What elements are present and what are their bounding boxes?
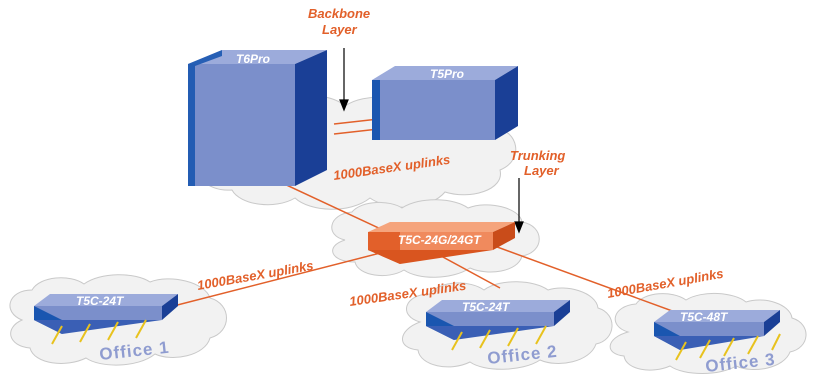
office3-ports [675,333,781,361]
trunking-layer-label-line2: Layer [524,163,560,178]
switch-t5pro[interactable] [372,66,518,140]
device-label-t5pro: T5Pro [430,67,464,81]
device-label-trunk: T5C-24G/24GT [398,233,482,247]
trunk-to-office1-link [149,249,393,313]
trunk-to-office3-link [477,239,687,317]
backbone-layer-label-line1: Backbone [308,6,370,21]
switch-office2[interactable] [426,300,570,351]
device-label-office3: T5C-48T [680,310,729,324]
link-label-office1: 1000BaseX uplinks [196,258,315,293]
device-label-office2: T5C-24T [462,300,511,314]
backbone-layer-label-line2: Layer [322,22,358,37]
layer-arrows [339,48,524,234]
switch-t6pro[interactable] [188,50,327,186]
device-label-office1: T5C-24T [76,294,125,308]
office2-ports [451,325,547,351]
switch-office1[interactable] [34,294,178,345]
switch-office3[interactable] [654,310,781,361]
switch-trunk[interactable] [368,222,515,264]
device-label-t6pro: T6Pro [236,52,270,66]
office1-ports [51,319,147,345]
trunking-layer-label-line1: Trunking [510,148,565,163]
